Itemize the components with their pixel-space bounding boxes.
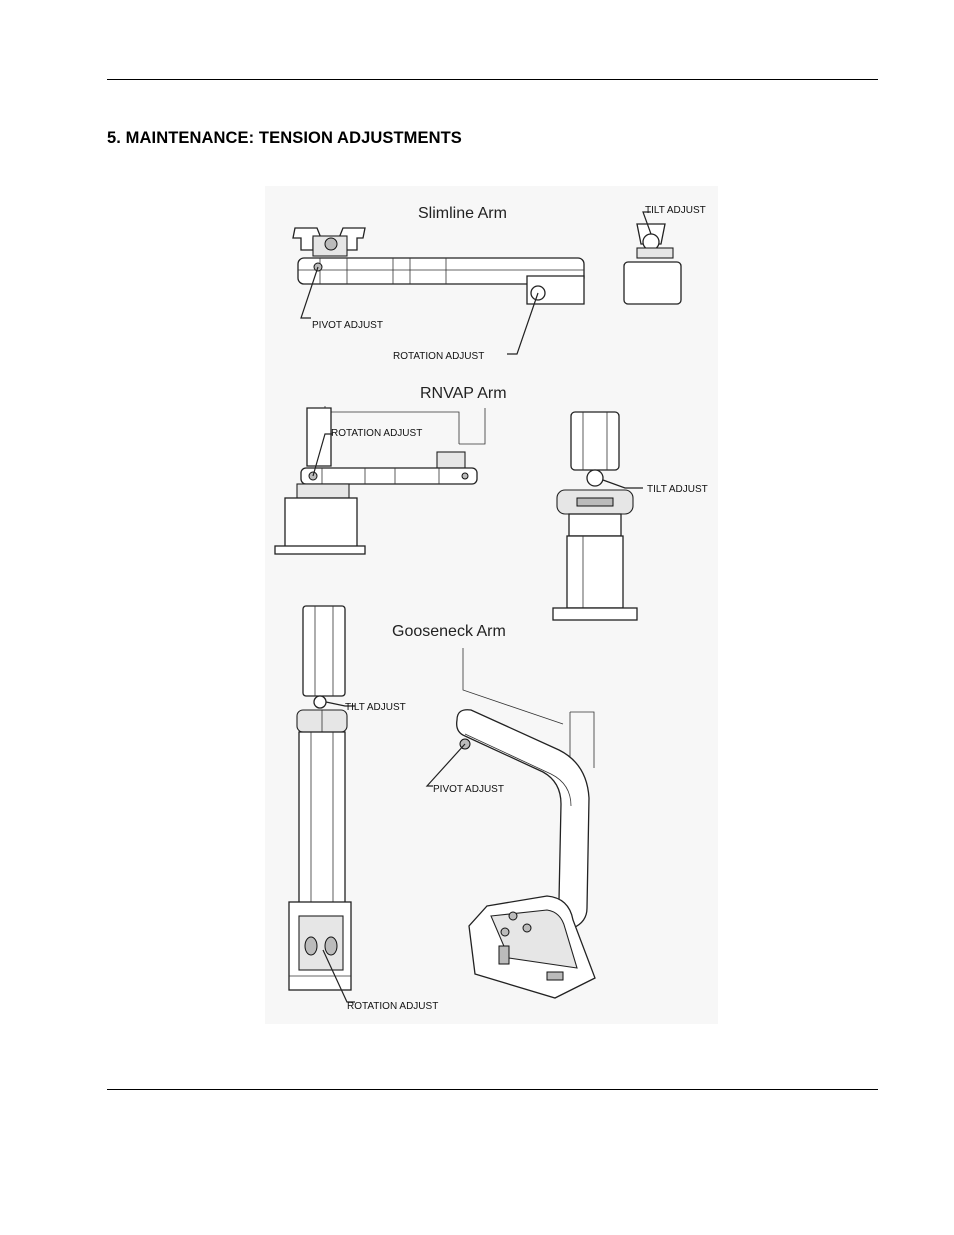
gooseneck-arm-title: Gooseneck Arm <box>392 623 506 640</box>
footer-rule <box>107 1089 878 1090</box>
slimline-arm-drawing: Slimline Arm <box>292 205 706 362</box>
gooseneck-rotation-adjust-label: ROTATION ADJUST <box>347 1001 438 1012</box>
header-rule <box>107 79 878 80</box>
section-title: 5. MAINTENANCE: TENSION ADJUSTMENTS <box>107 129 462 147</box>
rnvap-arm-drawing: RNVAP Arm <box>274 385 708 621</box>
gooseneck-tilt-adjust-label: TILT ADJUST <box>345 702 406 713</box>
slimline-rotation-adjust-label: ROTATION ADJUST <box>393 351 484 362</box>
gooseneck-pivot-adjust-label: PIVOT ADJUST <box>433 784 504 795</box>
rnvap-arm-title: RNVAP Arm <box>420 385 507 402</box>
rnvap-rotation-adjust-label: ROTATION ADJUST <box>331 428 422 439</box>
tension-adjustments-figure: Slimline Arm <box>265 186 718 1024</box>
slimline-arm-title: Slimline Arm <box>418 205 507 222</box>
rnvap-tilt-adjust-label: TILT ADJUST <box>647 484 708 495</box>
slimline-tilt-adjust-label: TILT ADJUST <box>645 205 706 216</box>
slimline-pivot-adjust-label: PIVOT ADJUST <box>312 320 383 331</box>
gooseneck-arm-drawing: Gooseneck Arm <box>288 605 596 1012</box>
